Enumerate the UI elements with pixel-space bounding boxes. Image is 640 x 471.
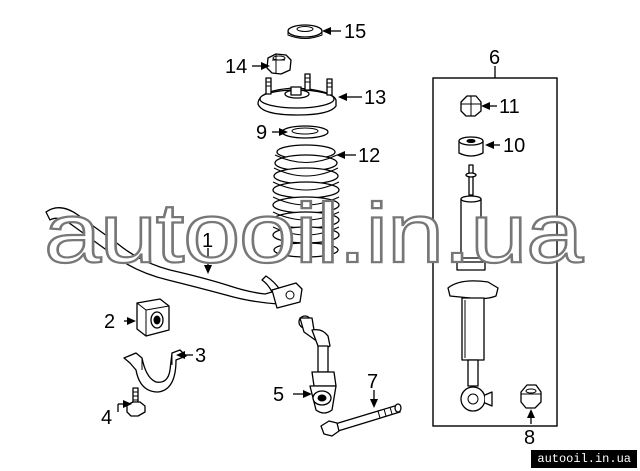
callout-labels: 15 14 13 9 12 6 11 10 1 2 3 4 5 7 8 <box>101 21 535 449</box>
callout-14: 14 <box>225 56 247 78</box>
part-6-shock-box <box>432 66 558 427</box>
callout-11: 11 <box>499 96 520 118</box>
part-14-nut <box>266 53 292 75</box>
part-1-stabilizer-bar <box>45 207 303 309</box>
callout-12: 12 <box>358 145 380 167</box>
part-15-upper-seat <box>287 24 323 39</box>
part-12-coil-spring <box>272 144 340 258</box>
callout-13: 13 <box>364 87 386 109</box>
callout-15: 15 <box>344 21 366 43</box>
part-4-bolt <box>126 387 146 417</box>
callout-4: 4 <box>101 407 112 429</box>
callout-10: 10 <box>503 135 525 157</box>
callout-9: 9 <box>256 122 267 144</box>
watermark: autooil.in.ua <box>44 186 584 280</box>
footer-watermark[interactable]: autooil.in.ua <box>531 450 637 468</box>
callout-5: 5 <box>273 384 284 406</box>
part-3-bracket <box>123 349 187 393</box>
part-5-stabilizer-link <box>298 315 337 414</box>
part-9-insulator <box>281 125 329 139</box>
callout-3: 3 <box>195 345 206 367</box>
callout-2: 2 <box>104 311 115 333</box>
callout-8: 8 <box>524 427 535 449</box>
part-2-bushing <box>136 298 170 337</box>
callout-7: 7 <box>367 371 378 393</box>
callout-6: 6 <box>489 47 500 69</box>
leader-lines <box>117 27 535 424</box>
part-10-cushion <box>458 136 484 157</box>
part-11-nut <box>460 95 482 117</box>
shock-absorber <box>447 164 499 412</box>
part-8-nut <box>520 384 542 409</box>
part-13-upper-support <box>257 73 337 116</box>
part-7-long-bolt <box>320 403 402 437</box>
callout-1: 1 <box>202 230 213 252</box>
